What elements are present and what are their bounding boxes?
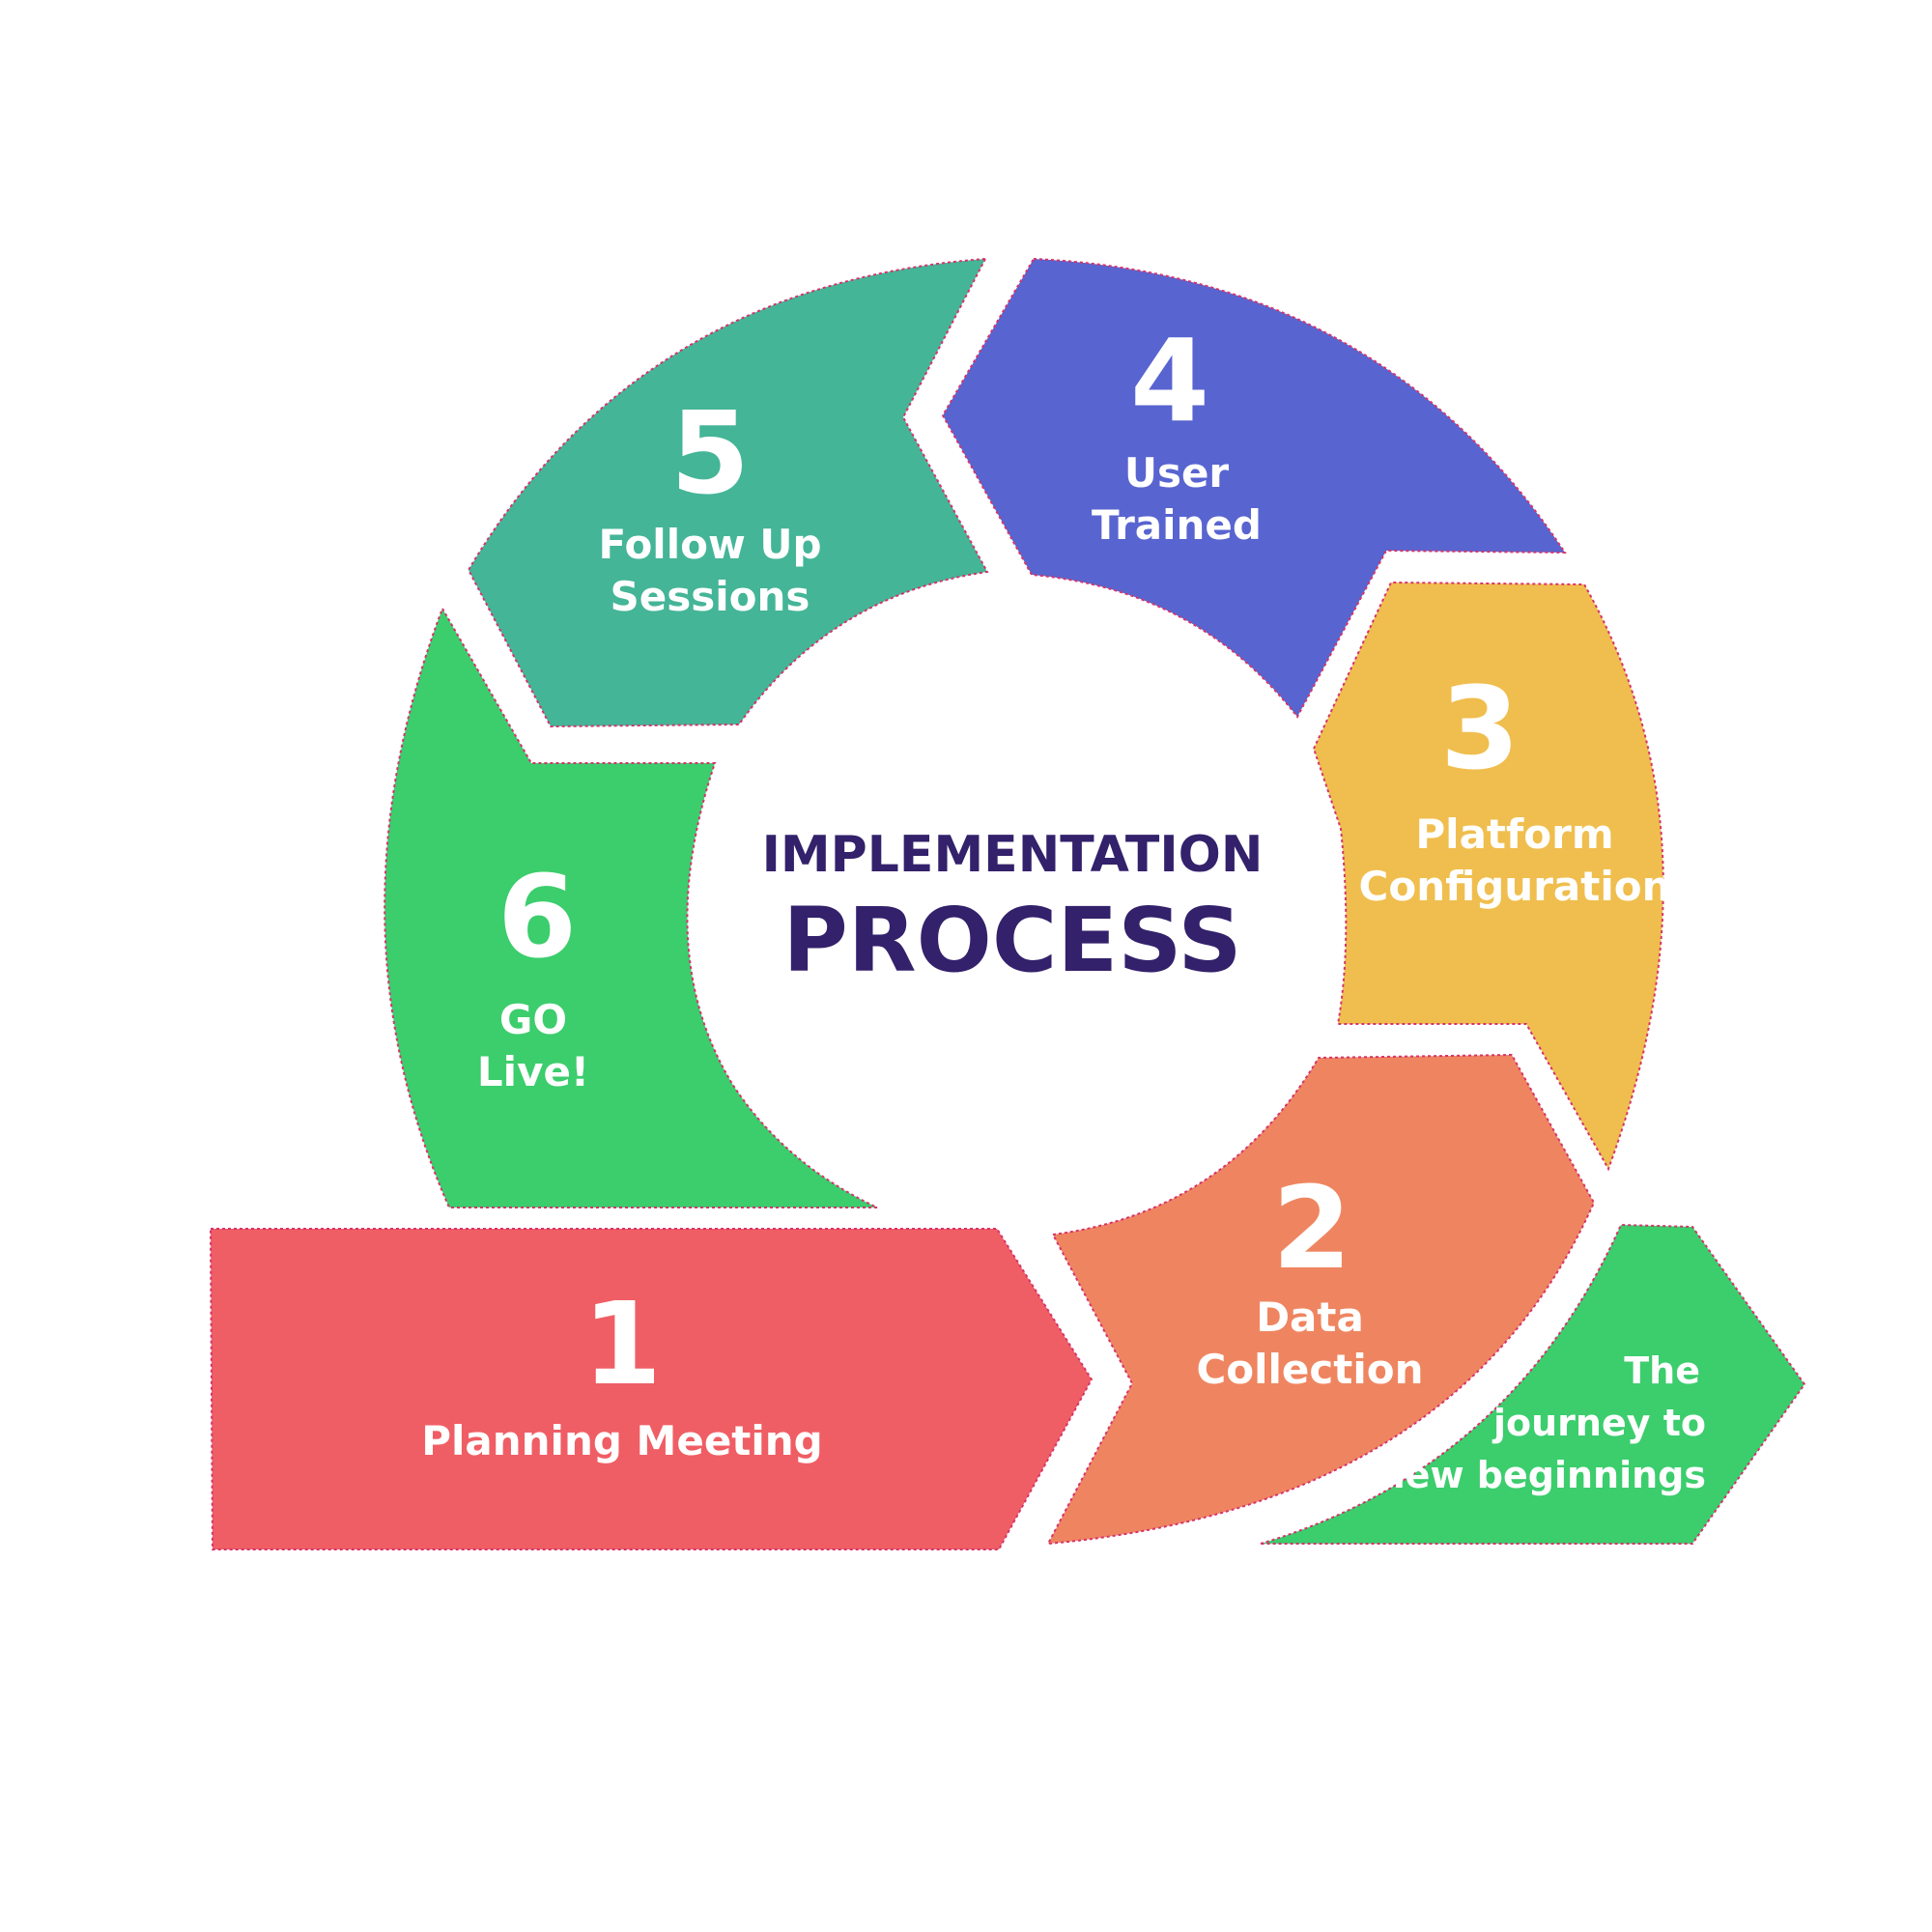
step-4-label-line2: Trained xyxy=(1092,501,1262,549)
step-5-number: 5 xyxy=(670,386,750,520)
step-3-label-line2: Configuration xyxy=(1359,863,1671,910)
step-6-label-line1: GO xyxy=(499,996,567,1043)
step-1-number: 1 xyxy=(582,1277,662,1410)
step-1-segment: 1 Planning Meeting xyxy=(209,1228,1094,1550)
step-5-label-line2: Sessions xyxy=(611,573,810,620)
step-4-label-line1: User xyxy=(1124,449,1230,497)
step-2-number: 2 xyxy=(1272,1161,1351,1294)
step-3-arrow-shape xyxy=(1312,581,1664,1172)
step-6-segment: 6 GO Live! xyxy=(384,606,878,1208)
step-6-number: 6 xyxy=(497,850,577,983)
final-segment: The journey to new beginnings xyxy=(1260,1223,1806,1545)
center-title-line2: PROCESS xyxy=(782,889,1241,992)
step-1-arrow-shape xyxy=(209,1228,1094,1550)
final-arrow-shape xyxy=(1260,1223,1806,1545)
step-3-segment: 3 Platform Configuration xyxy=(1312,581,1671,1172)
step-3-label-line1: Platform xyxy=(1415,810,1613,858)
step-5-segment: 5 Follow Up Sessions xyxy=(467,257,989,728)
step-3-number: 3 xyxy=(1440,662,1520,795)
step-2-label-line2: Collection xyxy=(1196,1346,1423,1393)
final-label-line2: journey to xyxy=(1492,1402,1706,1444)
step-6-label-line2: Live! xyxy=(477,1048,589,1095)
step-2-label-line1: Data xyxy=(1256,1293,1364,1341)
final-label-line1: The xyxy=(1624,1350,1700,1392)
step-1-label: Planning Meeting xyxy=(421,1417,823,1464)
center-title-line1: IMPLEMENTATION xyxy=(762,826,1264,884)
step-4-number: 4 xyxy=(1130,314,1209,447)
step-2-arrow-shape xyxy=(1046,1053,1596,1546)
center-title: IMPLEMENTATION PROCESS xyxy=(762,826,1264,992)
step-5-label-line1: Follow Up xyxy=(598,521,821,568)
step-2-segment: 2 Data Collection xyxy=(1046,1053,1596,1546)
step-6-arrow-shape xyxy=(384,606,878,1208)
step-5-arrow-shape xyxy=(467,257,989,728)
step-4-arrow-shape xyxy=(941,257,1567,719)
step-4-segment: 4 User Trained xyxy=(941,257,1567,719)
final-label-line3: new beginnings xyxy=(1379,1454,1706,1496)
